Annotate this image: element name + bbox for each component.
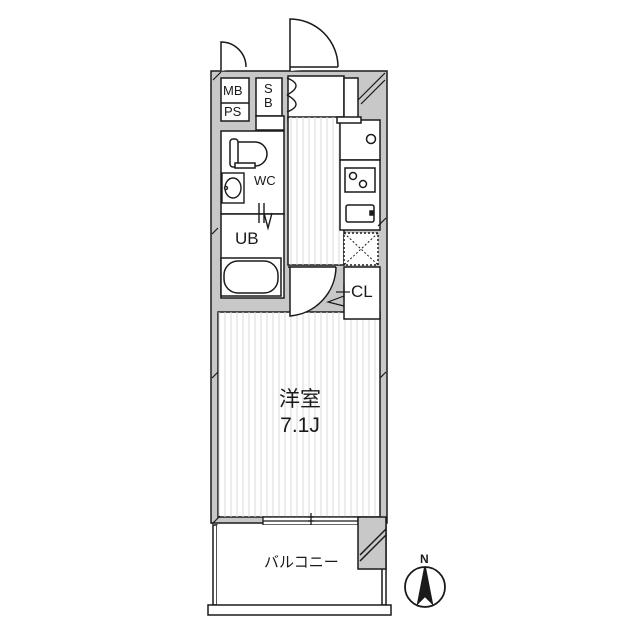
room-label-balcony: バルコニー (264, 554, 339, 571)
room-label-sb-bottom: B (264, 95, 273, 110)
north-arrow-icon (404, 566, 446, 608)
cl-door (325, 285, 350, 307)
room-label-ps: PS (224, 104, 242, 119)
kitchen-fixtures (344, 133, 377, 223)
sb-door (286, 77, 297, 113)
ub-door (258, 203, 273, 231)
compass-label: N (420, 552, 429, 566)
entry-door (220, 18, 339, 71)
wall-hatching (211, 71, 387, 525)
interior-floors (217, 75, 381, 518)
balcony (207, 516, 392, 616)
room-name: 洋室 (279, 388, 321, 411)
room-label-cl: CL (351, 282, 373, 301)
room-label-ub: UB (235, 229, 259, 248)
room-size: 7.1J (280, 414, 320, 438)
toilet-icon (229, 138, 268, 169)
basin-icon (221, 172, 245, 204)
room-label-mb: MB (223, 83, 243, 98)
room-label-wc: WC (254, 173, 276, 188)
room-label-sb-top: S (264, 81, 273, 96)
room-label-western: 洋室 7.1J (268, 387, 332, 440)
bathtub-icon (220, 257, 282, 297)
room-door (288, 266, 337, 317)
